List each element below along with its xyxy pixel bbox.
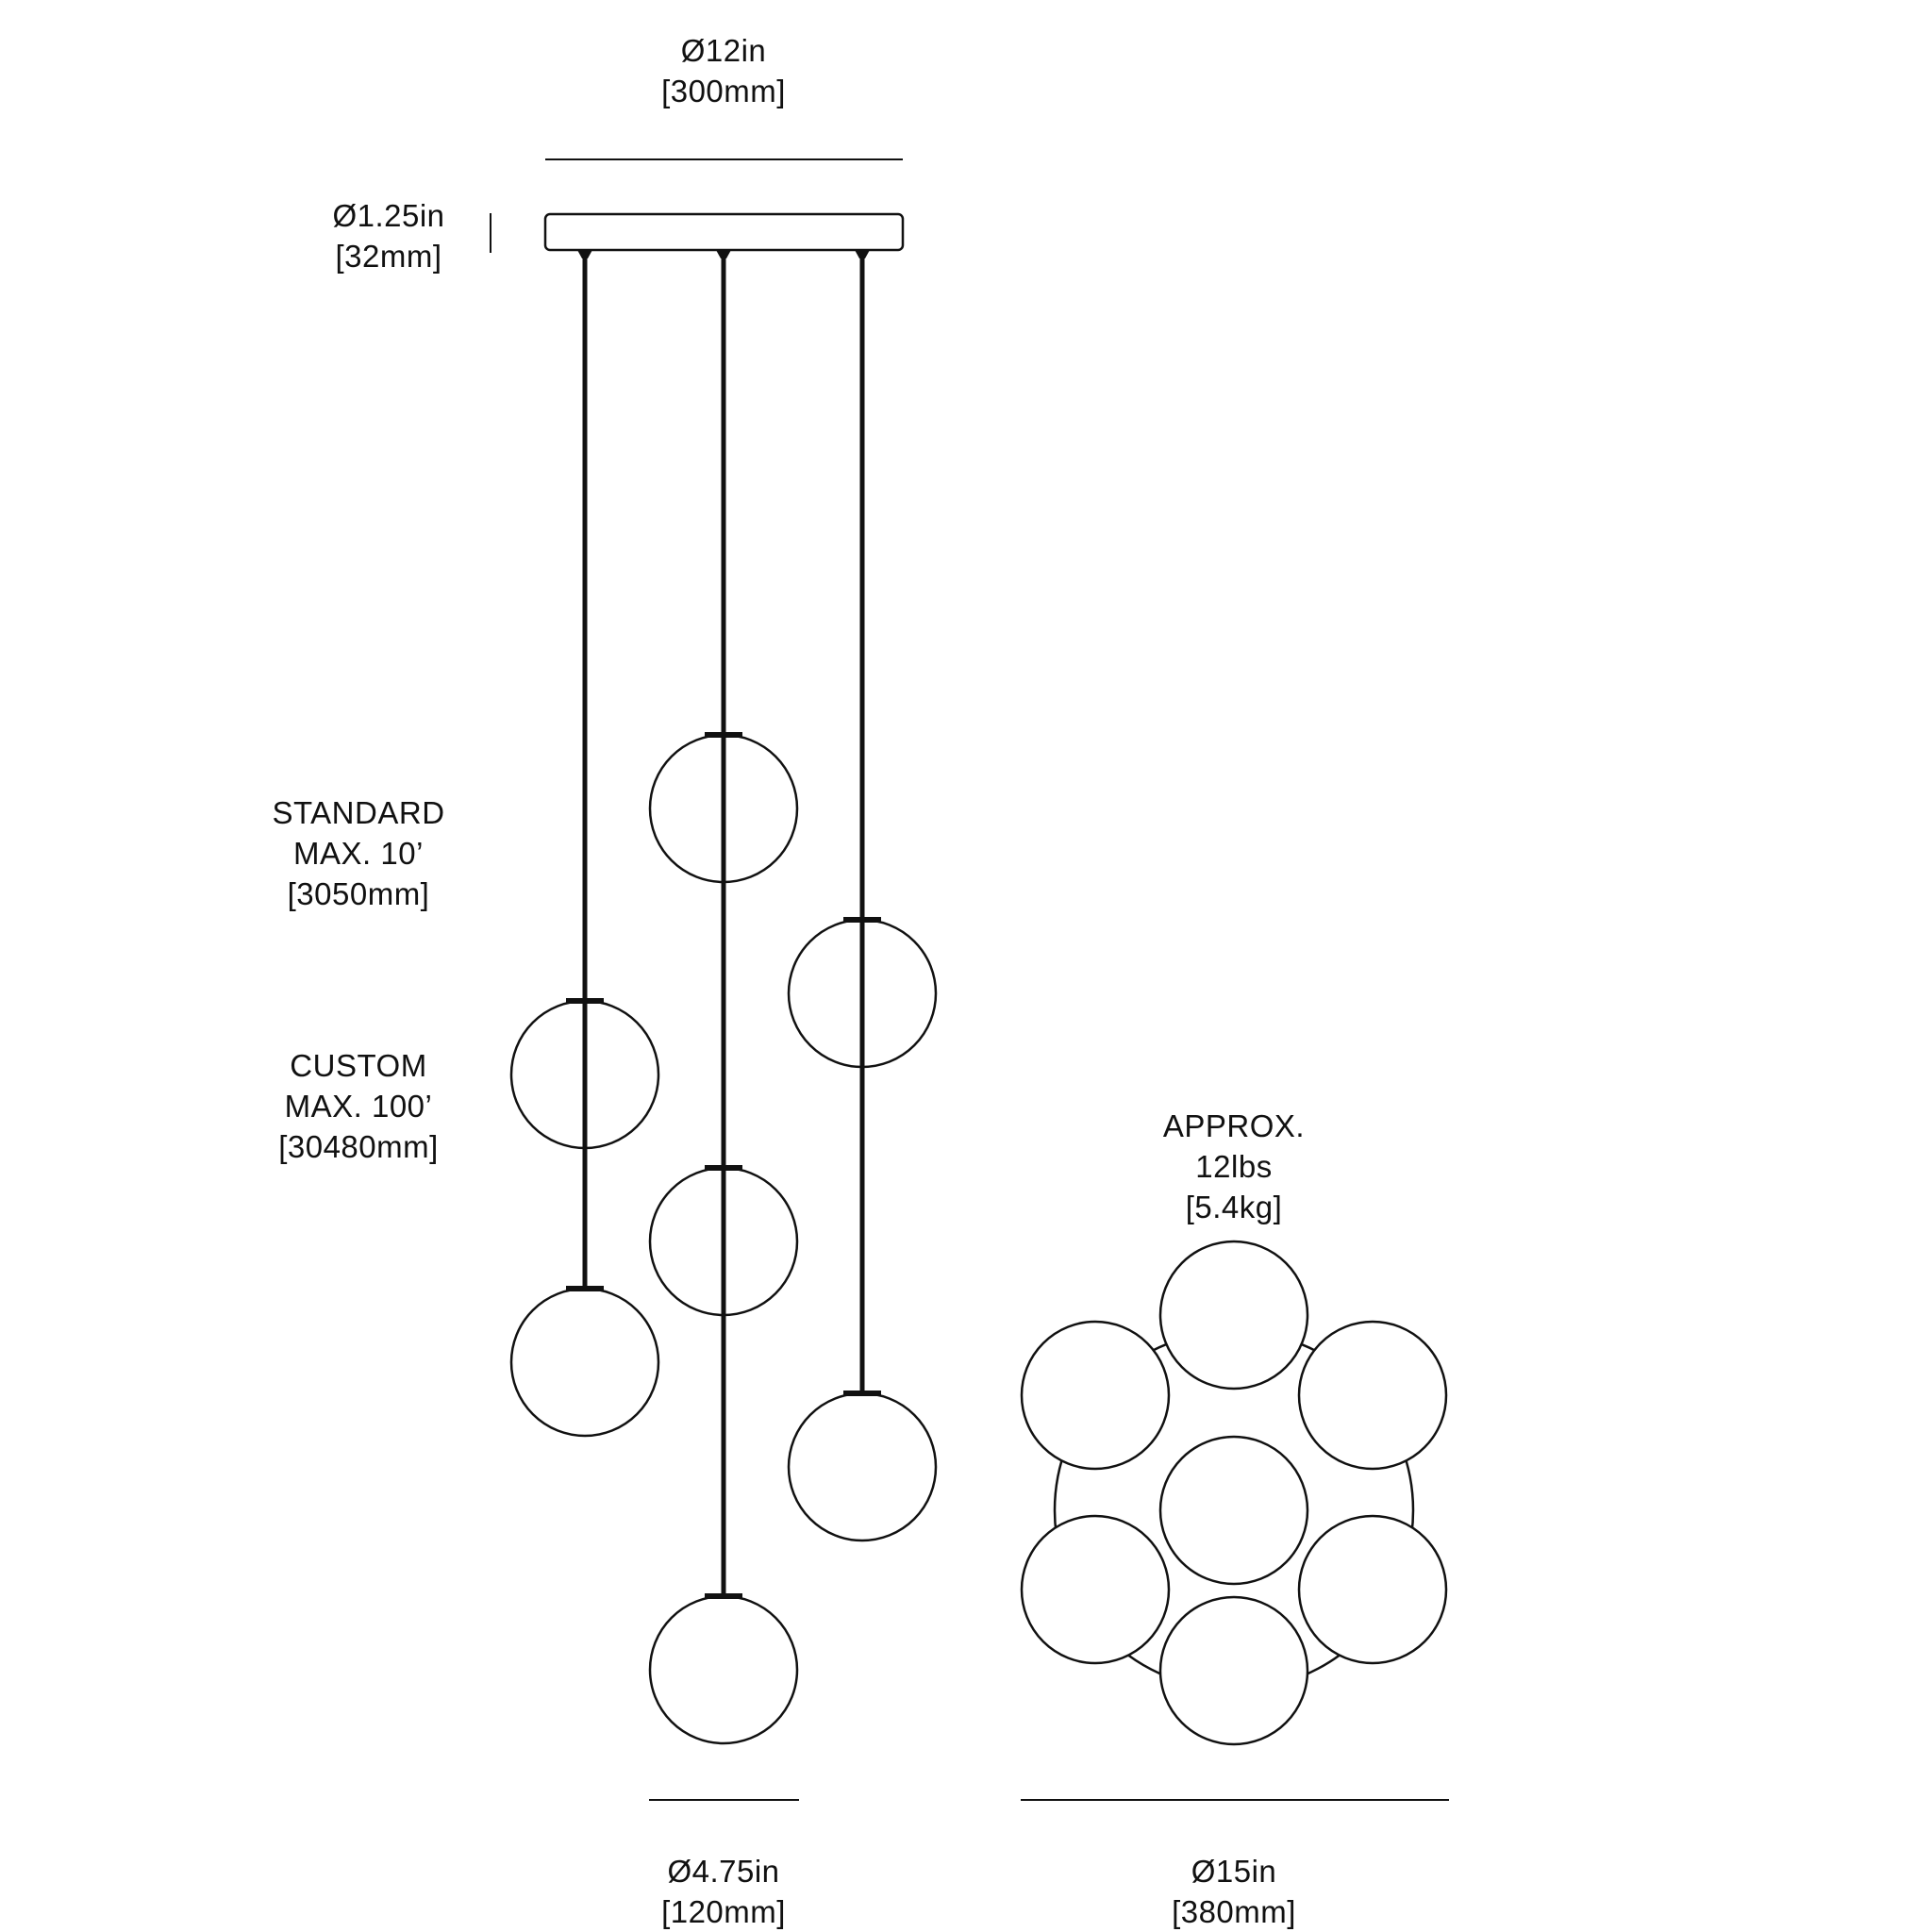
canopy-height-metric: [32mm] (335, 239, 442, 274)
globe-diameter-imperial: Ø4.75in (667, 1854, 780, 1889)
weight-metric: [5.4kg] (1185, 1190, 1283, 1224)
globe-diameter-label: Ø4.75in [120mm] (629, 1851, 818, 1932)
canopy-diameter-metric: [300mm] (661, 74, 786, 108)
standard-cord-label: STANDARD MAX. 10’ [3050mm] (245, 792, 472, 914)
custom-cord-line2: MAX. 100’ (284, 1089, 433, 1124)
globe-pendant (509, 1286, 660, 1438)
canopy-diameter-imperial: Ø12in (680, 33, 767, 68)
cord-attach-left (577, 250, 592, 258)
standard-cord-line2: MAX. 10’ (293, 836, 424, 871)
canopy-height-label: Ø1.25in [32mm] (304, 195, 474, 276)
globe-pendant (787, 917, 938, 1069)
standard-cord-metric: [3050mm] (287, 876, 430, 911)
canopy-diameter-label: Ø12in [300mm] (629, 30, 818, 111)
weight-line1: APPROX. (1162, 1108, 1306, 1143)
canopy (543, 212, 905, 252)
globe-pendant (648, 732, 799, 884)
cord-attach-center (716, 250, 731, 258)
plan-globe (1297, 1514, 1448, 1665)
plan-globe (1297, 1320, 1448, 1471)
cluster-diameter-imperial: Ø15in (1191, 1854, 1277, 1889)
plan-globe (1020, 1320, 1171, 1471)
globe-pendant (648, 1593, 799, 1745)
globe-pendant (509, 998, 660, 1150)
custom-cord-line1: CUSTOM (290, 1048, 427, 1083)
plan-globe (1158, 1240, 1309, 1391)
cluster-diameter-metric: [380mm] (1172, 1894, 1296, 1929)
standard-cord-line1: STANDARD (272, 795, 445, 830)
globe-pendant (787, 1391, 938, 1542)
plan-globe (1158, 1595, 1309, 1746)
weight-line2: 12lbs (1195, 1149, 1273, 1184)
globe-diameter-metric: [120mm] (661, 1894, 786, 1929)
cord-attach-right (855, 250, 870, 258)
weight-label: APPROX. 12lbs [5.4kg] (1121, 1106, 1347, 1227)
custom-cord-label: CUSTOM MAX. 100’ [30480mm] (245, 1045, 472, 1167)
cluster-plan-view (1020, 1240, 1448, 1746)
plan-globe (1158, 1435, 1309, 1586)
plan-globe (1020, 1514, 1171, 1665)
cluster-diameter-label: Ø15in [380mm] (1140, 1851, 1328, 1932)
canopy-height-imperial: Ø1.25in (332, 198, 445, 233)
custom-cord-metric: [30480mm] (278, 1129, 439, 1164)
globe-pendant (648, 1165, 799, 1317)
